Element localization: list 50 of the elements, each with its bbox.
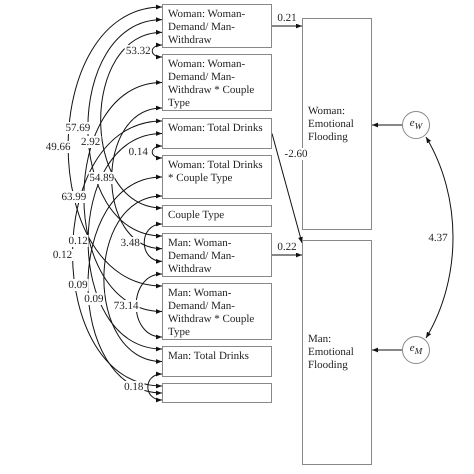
edge-label: 49.66 (44, 140, 72, 152)
path-arrow (372, 348, 402, 352)
edge-label: 0.09 (83, 293, 104, 305)
variable-box: Woman: Total Drinks (162, 118, 272, 149)
variable-box: Woman: Woman-Demand/ Man-Withdraw (162, 4, 272, 48)
edge-label: 0.22 (276, 241, 298, 253)
covariance-arrow (100, 31, 162, 210)
variable-box: Man: Total Drinks (162, 346, 272, 377)
covariance-arrow (72, 120, 162, 388)
error-term-circle: e$_{W}$ (402, 111, 430, 139)
edge-label: 63.99 (60, 191, 88, 203)
edge-label: 0.12 (67, 235, 89, 248)
variable-box (162, 383, 272, 403)
edge-label: 0.21 (276, 12, 298, 24)
covariance-arrow (136, 272, 162, 338)
edge-label: 3.48 (120, 236, 141, 249)
variable-box: Man: Woman-Demand/ Man-Withdraw * Couple Type (162, 283, 272, 340)
variable-box: Couple Type (162, 205, 272, 227)
covariance-arrow (87, 176, 162, 394)
path-arrow (372, 122, 402, 128)
covariance-arrow (103, 194, 162, 363)
covariance-arrow (144, 222, 162, 263)
covariance-arrow (88, 132, 162, 350)
edge-label: 0.18 (123, 381, 144, 393)
covariance-arrow (87, 18, 162, 238)
covariance-arrow (147, 372, 162, 402)
variable-box: Man: Woman-Demand/ Man-Withdraw (162, 233, 272, 277)
covariance-arrow (111, 106, 162, 250)
edge-label: 53.32 (124, 45, 152, 57)
path-arrow (272, 24, 302, 28)
edge-label: 54.89 (88, 172, 116, 184)
edge-label: 73.14 (112, 300, 140, 312)
variable-box: Man: Emotional Flooding (302, 240, 372, 465)
edge-label: 0.14 (128, 146, 149, 158)
edge-label: 4.37 (427, 232, 449, 244)
error-term-circle: e$_{M}$ (402, 336, 430, 364)
path-arrow (272, 133, 303, 244)
covariance-arrow (426, 136, 454, 338)
edge-label: 57.69 (64, 122, 92, 134)
covariance-arrow (152, 144, 162, 160)
edge-label: 2.92 (80, 136, 102, 148)
edge-label: -2.60 (284, 148, 308, 160)
variable-box: Woman: Total Drinks * Couple Type (162, 155, 272, 199)
covariance-arrow (83, 81, 162, 313)
edge-label: 0.12 (52, 249, 74, 262)
covariance-arrow (152, 43, 162, 59)
path-arrow (272, 252, 302, 258)
variable-box: Woman: Woman-Demand/ Man-Withdraw * Couple Type (162, 54, 272, 111)
covariance-arrow (68, 6, 162, 288)
edge-label: 0.09 (67, 279, 89, 291)
